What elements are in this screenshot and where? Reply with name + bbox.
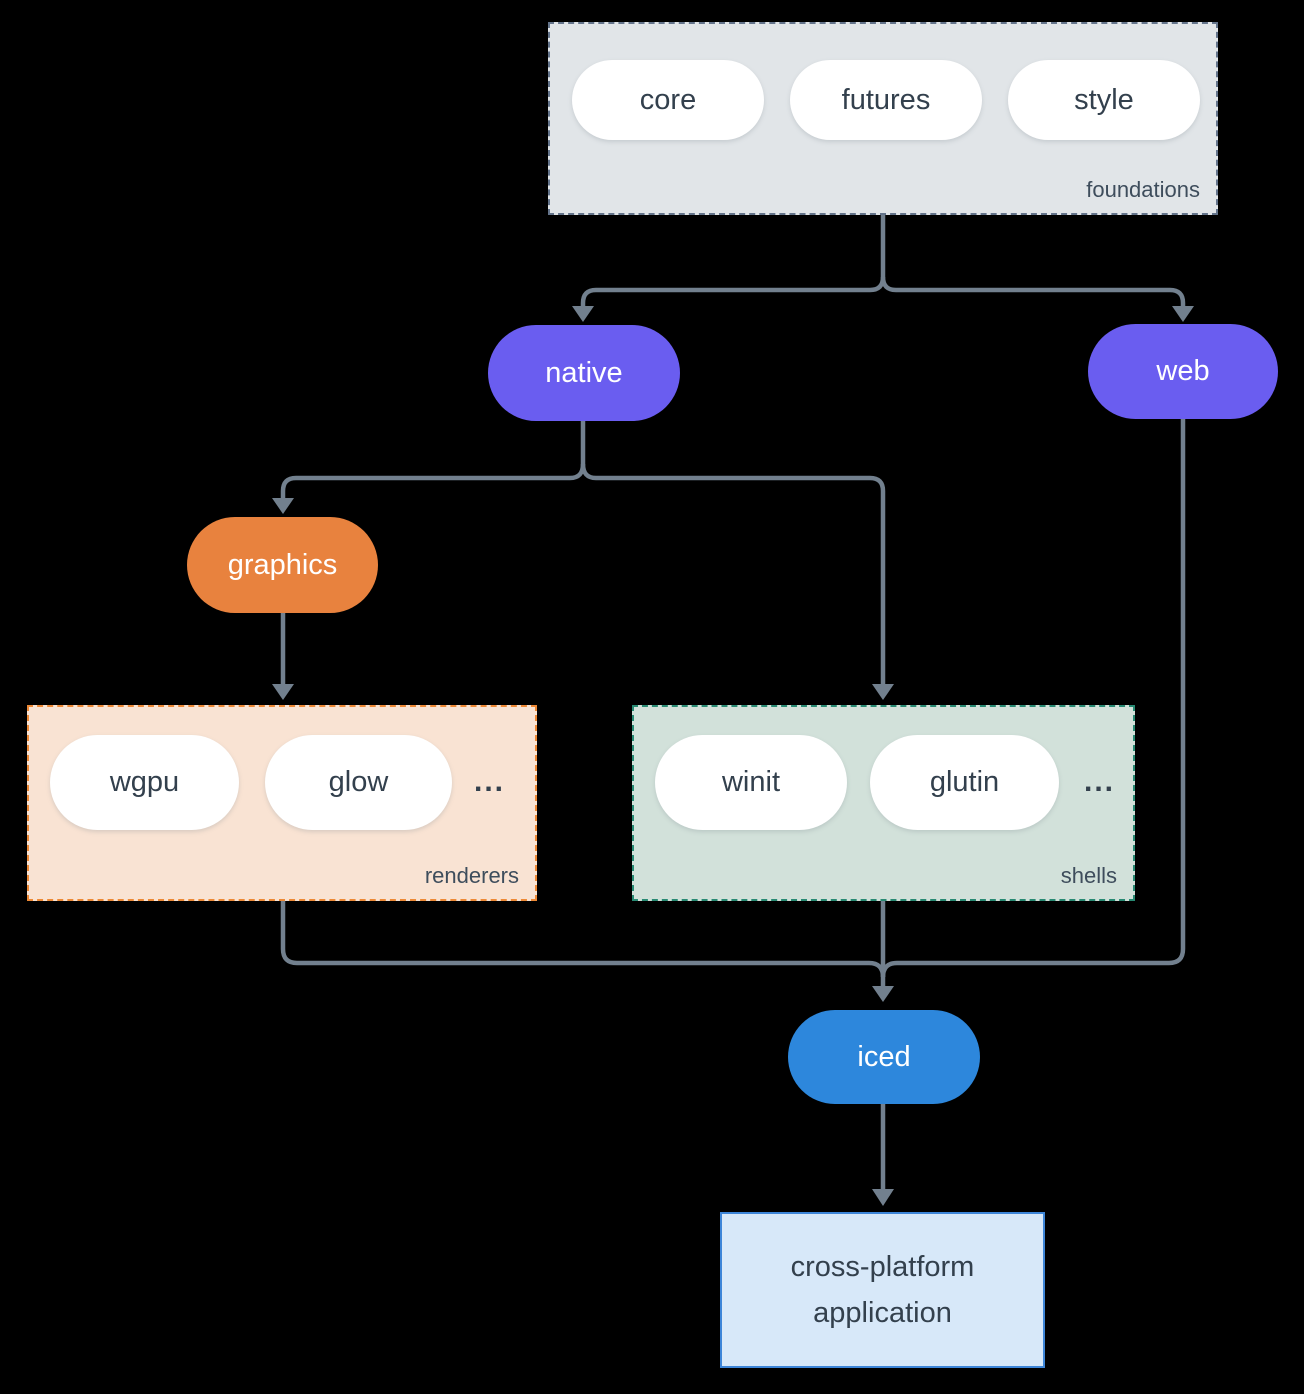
shells-ellipsis: ... <box>1084 765 1116 798</box>
node-native: native <box>488 325 680 421</box>
edge-foundations-to-native <box>580 276 886 306</box>
foundations-group: core futures style foundations <box>548 22 1218 215</box>
node-cross-platform-application: cross-platform application <box>720 1212 1045 1368</box>
arrowhead-graphics <box>272 498 294 514</box>
edge-renderers-to-merge <box>280 901 886 978</box>
node-iced: iced <box>788 1010 980 1104</box>
arrowhead-shells <box>872 684 894 700</box>
app-label-line1: cross-platform <box>790 1251 975 1283</box>
arrowhead-iced <box>872 986 894 1002</box>
renderers-group: wgpu glow ... renderers <box>27 705 537 901</box>
arrowhead-native <box>572 306 594 322</box>
node-winit: winit <box>655 735 847 830</box>
node-graphics: graphics <box>187 517 378 613</box>
node-glutin: glutin <box>870 735 1059 830</box>
node-core: core <box>572 60 764 140</box>
renderers-label: renderers <box>424 863 519 888</box>
foundations-label: foundations <box>1086 177 1200 202</box>
shells-group: winit glutin ... shells <box>632 705 1135 901</box>
shells-label: shells <box>1060 863 1117 888</box>
node-wgpu: wgpu <box>50 735 239 830</box>
renderers-ellipsis: ... <box>474 765 506 798</box>
arrowhead-web <box>1172 306 1194 322</box>
edge-foundations-to-web <box>880 276 1186 306</box>
node-futures: futures <box>790 60 982 140</box>
edge-native-to-shells <box>580 463 886 684</box>
app-label-line2: application <box>813 1297 952 1329</box>
node-glow: glow <box>265 735 452 830</box>
node-style: style <box>1008 60 1200 140</box>
arrowhead-app <box>872 1189 894 1206</box>
node-web: web <box>1088 324 1278 419</box>
arrowhead-renderers <box>272 684 294 700</box>
edge-native-to-graphics <box>280 463 586 498</box>
